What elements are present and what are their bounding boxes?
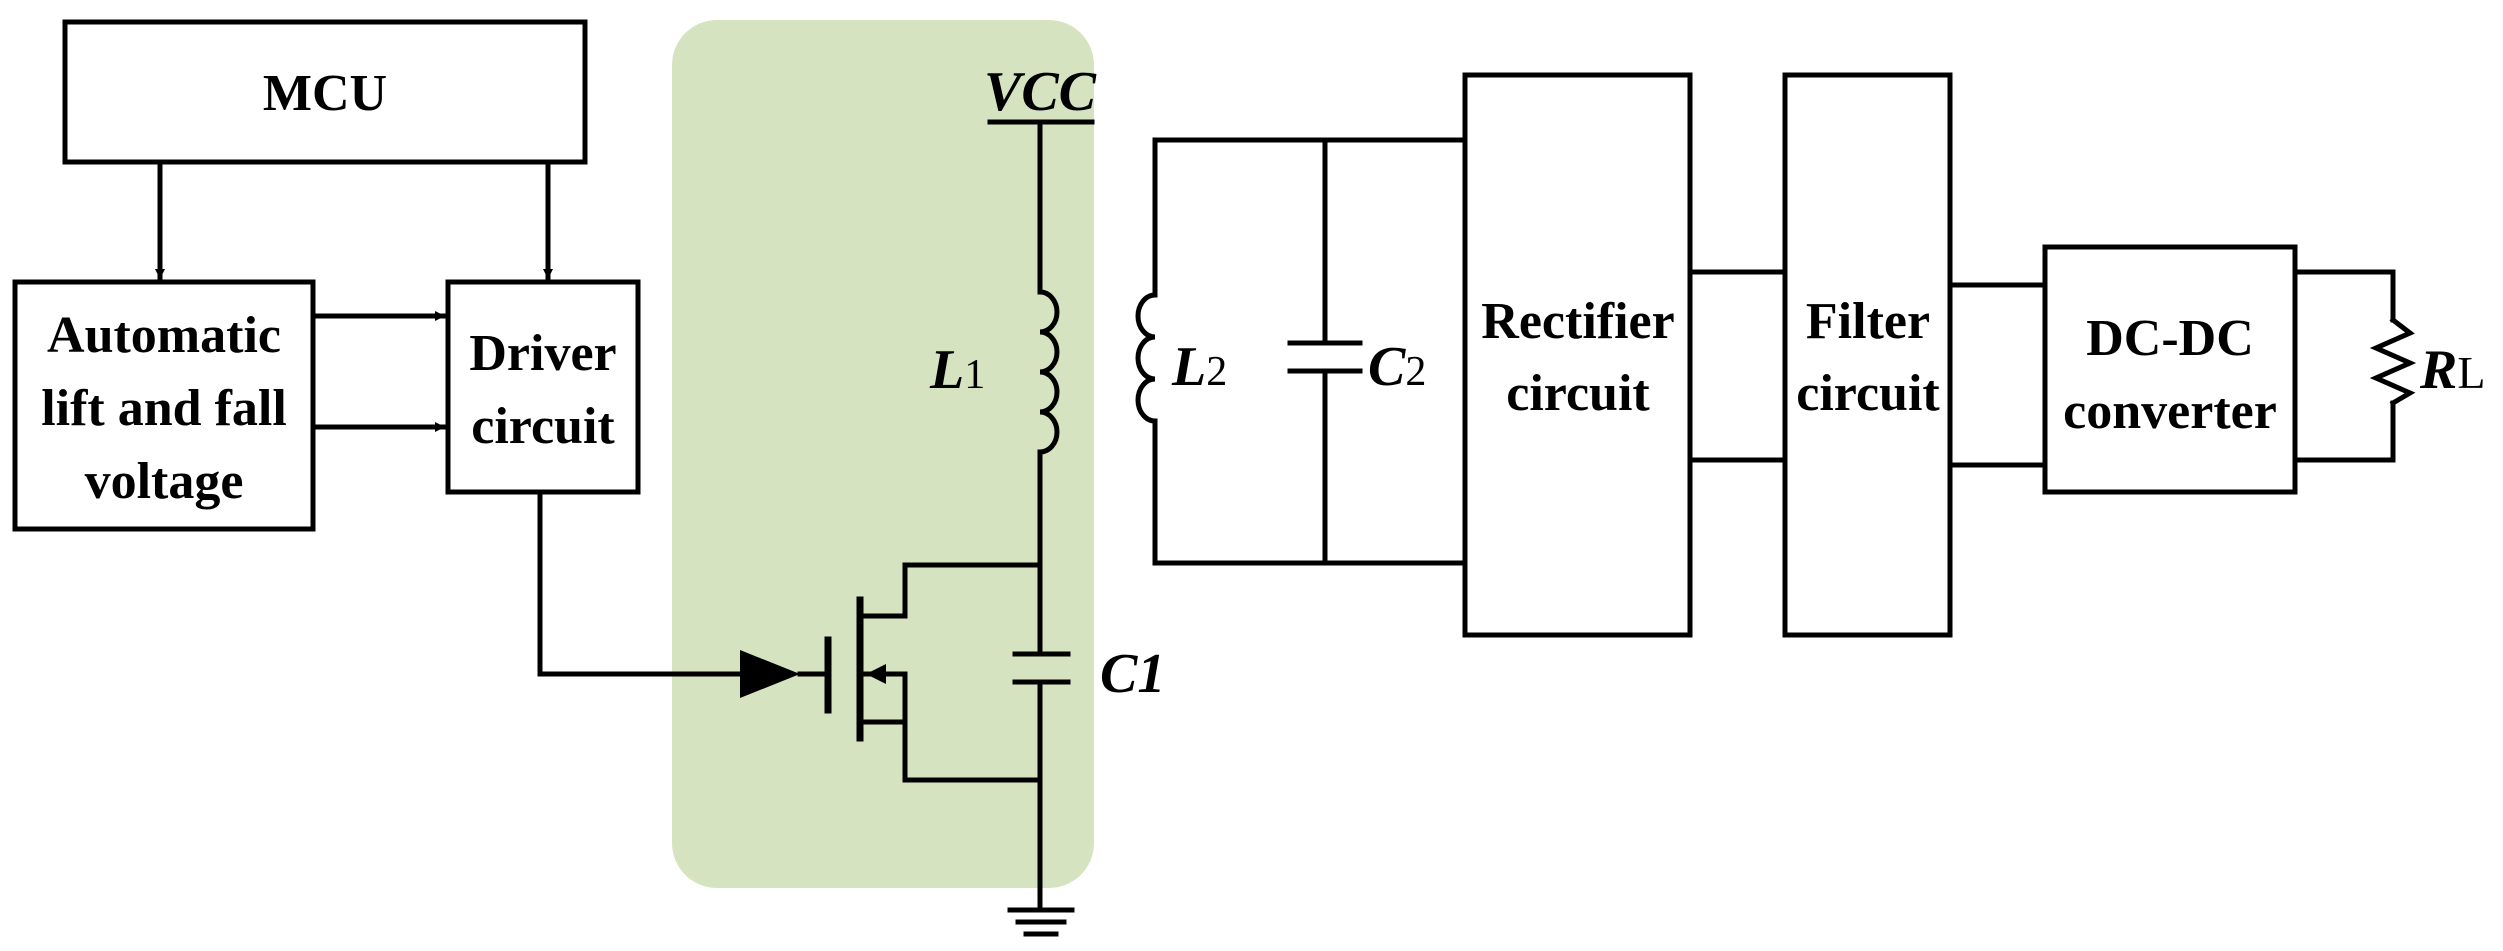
rectifier-circuit-block xyxy=(1462,72,1693,638)
dcdc-label-line1: DC-DC xyxy=(2086,310,2254,367)
inductor-l1-coil xyxy=(1037,289,1060,455)
c1-label: C1 xyxy=(1100,643,1165,705)
driver-label-line2: circuit xyxy=(471,398,615,455)
driver-label-line1: Driver xyxy=(469,325,616,382)
filter-circuit-block xyxy=(1782,72,1953,638)
dcdc-converter-block xyxy=(2042,244,2298,495)
mcu-block xyxy=(62,19,588,165)
dcdc-label-line2: converter xyxy=(2063,383,2277,440)
filter-label-line2: circuit xyxy=(1796,365,1940,422)
l1-label: L1 xyxy=(929,339,985,401)
load-bottom-wire xyxy=(2292,400,2396,463)
driver-to-gate-wire xyxy=(537,492,748,677)
resistor-rl-symbol xyxy=(2369,316,2417,407)
auto-voltage-label-line1: Automatic xyxy=(47,307,281,364)
mosfet-symbol xyxy=(824,562,1043,783)
c2-label: C2 xyxy=(1368,336,1426,398)
auto-voltage-block xyxy=(12,279,316,532)
mcu-label: MCU xyxy=(263,65,387,122)
rectifier-label-line1: Rectifier xyxy=(1481,293,1674,350)
inductor-l2-coil xyxy=(1135,292,1158,424)
ground-icon xyxy=(1007,907,1075,937)
l2-label: L2 xyxy=(1171,336,1227,398)
transmitter-highlight-region xyxy=(672,20,1094,888)
vcc-label: VCC xyxy=(984,61,1097,123)
driver-circuit-block xyxy=(445,279,641,495)
auto-voltage-label-line2: lift and fall xyxy=(41,380,287,437)
auto-voltage-label-line3: voltage xyxy=(85,453,244,510)
filter-label-line1: Filter xyxy=(1806,293,1930,350)
load-top-wire xyxy=(2292,269,2396,323)
rectifier-label-line2: circuit xyxy=(1506,365,1650,422)
rl-label: RL xyxy=(2419,339,2485,401)
gate-arrowhead xyxy=(740,650,800,698)
